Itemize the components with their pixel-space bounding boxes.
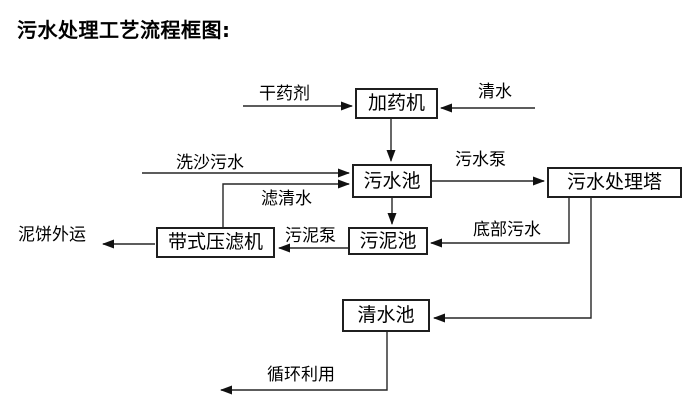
node-treatment-tower: 污水处理塔 (547, 167, 682, 198)
edge-label-dry-chemical: 干药剂 (259, 84, 310, 104)
edge-label-clear-water: 清水 (478, 82, 512, 102)
node-sewage-pool-label: 污水池 (363, 169, 421, 192)
node-sludge-pool-label: 污泥池 (359, 229, 417, 252)
node-sewage-pool: 污水池 (352, 164, 432, 198)
node-dosing-machine-label: 加药机 (367, 92, 425, 114)
edge-label-sludge-pump: 污泥泵 (285, 226, 336, 246)
edge-filtered-water-arrow (222, 179, 350, 227)
edge-label-bottom-sewage: 底部污水 (473, 220, 541, 240)
node-clear-water-pool: 清水池 (342, 299, 430, 332)
node-sludge-pool: 污泥池 (348, 227, 428, 255)
page-title: 污水处理工艺流程框图: (17, 18, 231, 42)
edge-bottom-sewage-arrow (430, 197, 570, 248)
node-treatment-tower-label: 污水处理塔 (566, 171, 662, 193)
node-dosing-machine: 加药机 (355, 88, 438, 119)
edge-label-recycle-reuse: 循环利用 (267, 365, 335, 385)
edge-label-mud-cake-out: 泥饼外运 (18, 225, 86, 245)
node-clear-water-pool-label: 清水池 (357, 304, 415, 326)
edge-tower-to-clear-pool (433, 197, 592, 323)
edge-label-sand-washing-sewage: 洗沙污水 (176, 153, 244, 173)
node-belt-filter-press-label: 带式压滤机 (167, 231, 263, 253)
node-belt-filter-press: 带式压滤机 (156, 227, 275, 258)
edge-label-sewage-pump: 污水泵 (455, 150, 506, 170)
edge-label-filtered-water: 滤清水 (261, 189, 312, 209)
edge-recycle-arrow (220, 332, 388, 395)
